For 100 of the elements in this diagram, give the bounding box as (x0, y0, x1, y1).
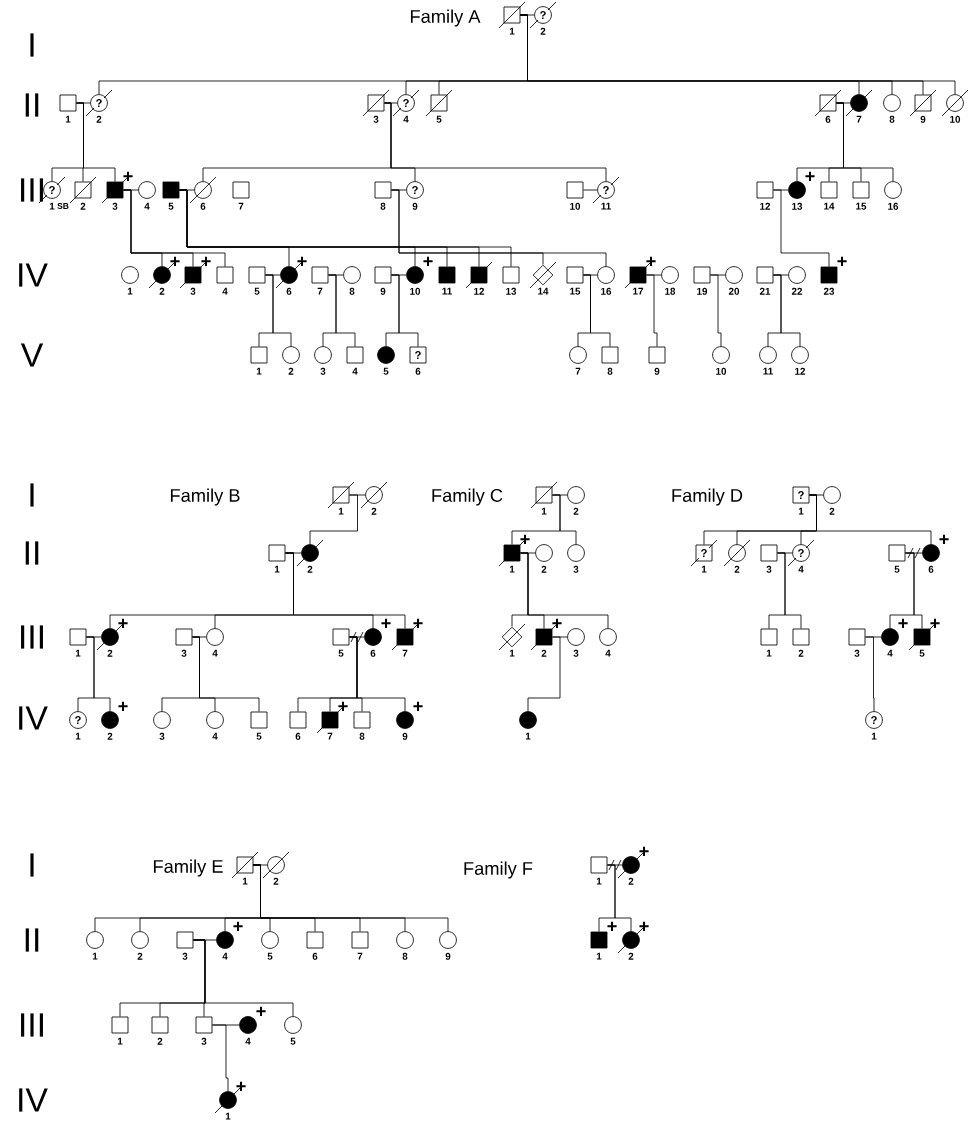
individual-number: 1 (338, 507, 344, 515)
descent-line (646, 274, 658, 347)
individual-number: 2 (734, 565, 740, 573)
descent-line (552, 494, 577, 545)
circle-symbol (884, 181, 902, 199)
individual-number: 6 (295, 732, 301, 740)
individual-number: 6 (286, 287, 292, 295)
individual-number: 1 (798, 507, 804, 515)
circle-symbol (599, 628, 617, 646)
individual-number: 2 (107, 732, 113, 740)
individual-number: 6 (415, 367, 421, 375)
marriage-line (905, 547, 923, 559)
descent-line (773, 189, 830, 267)
circle-symbol (788, 181, 806, 199)
square-symbol (438, 266, 456, 284)
square-symbol (820, 181, 838, 199)
family-title: Family B (170, 488, 240, 506)
individual-number: 3 (159, 732, 165, 740)
individual-number: 17 (633, 287, 644, 295)
individual-number: 16 (888, 202, 899, 210)
individual-number: 2 (628, 952, 634, 960)
plus-sign: + (118, 701, 128, 711)
square-symbol (346, 346, 364, 364)
square-symbol (311, 266, 329, 284)
circle-symbol (791, 346, 809, 364)
family-title: Family E (153, 859, 223, 877)
circle-symbol (314, 346, 332, 364)
square-symbol (820, 266, 838, 284)
square-symbol (162, 181, 180, 199)
plus-sign: + (639, 921, 649, 931)
square-symbol (195, 1016, 213, 1034)
individual-number: 2 (628, 877, 634, 885)
circle-symbol (284, 1016, 302, 1034)
square-symbol (69, 176, 97, 204)
individual-number: 7 (402, 649, 408, 657)
circle-symbol (845, 89, 873, 117)
generation-numeral: IV (19, 263, 48, 287)
descent-line (527, 636, 561, 712)
square-symbol (111, 1016, 129, 1034)
plus-sign: + (201, 256, 211, 266)
square-symbol (792, 628, 810, 646)
individual-number: 1 (256, 367, 262, 375)
marriage-line (349, 631, 365, 643)
descent-line (193, 939, 294, 1017)
circle-symbol (343, 266, 361, 284)
individual-number: 2 (137, 952, 143, 960)
square-symbol (151, 1016, 169, 1034)
descent-line (583, 274, 611, 347)
square-symbol (250, 346, 268, 364)
circle-symbol (535, 544, 553, 562)
plus-sign: + (413, 701, 423, 711)
individual-number: 1 (274, 565, 280, 573)
plus-sign: + (123, 171, 133, 181)
individual-number: 12 (795, 367, 806, 375)
circle-symbol (239, 1016, 257, 1034)
individual-number: 3 (182, 952, 188, 960)
individual-number: 5 (267, 952, 273, 960)
square-symbol (566, 266, 584, 284)
descent-line (309, 494, 358, 545)
individual-number: 9 (380, 287, 386, 295)
plus-sign: + (256, 1006, 266, 1016)
individual-number: 8 (607, 367, 613, 375)
individual-number: 3 (112, 202, 118, 210)
square-symbol (590, 931, 608, 949)
individual-number: 21 (759, 287, 771, 295)
descent-line (192, 636, 260, 712)
square-symbol (69, 628, 87, 646)
family-title: Family D (672, 488, 743, 506)
individual-number: 2 (573, 507, 579, 515)
diamond-symbol (529, 261, 557, 289)
circle-symbol (406, 266, 424, 284)
square-symbol (362, 89, 390, 117)
individual-number: 19 (697, 287, 708, 295)
descent-line (836, 102, 894, 182)
individual-number: 2 (159, 287, 165, 295)
individual-number: 13 (792, 202, 803, 210)
individual-number: 23 (823, 287, 835, 295)
individual-number: 10 (570, 202, 581, 210)
plus-sign: + (837, 256, 847, 266)
individual-number: 5 (168, 202, 174, 210)
square-symbol (268, 544, 286, 562)
individual-number: 10 (716, 367, 727, 375)
square-symbol (760, 628, 778, 646)
descent-line (123, 189, 226, 267)
individual-number: 1 (766, 649, 772, 657)
generation-numeral: II (25, 93, 39, 117)
circle-symbol (396, 931, 414, 949)
individual-number: 1 (242, 877, 248, 885)
circle-symbol (922, 544, 940, 562)
individual-number: 4 (212, 732, 218, 740)
individual-number: 1 (596, 952, 602, 960)
circle-symbol (364, 628, 382, 646)
generation-numeral: III (21, 625, 43, 649)
individual-number: 3 (373, 115, 379, 123)
square-symbol (353, 711, 371, 729)
square-symbol (425, 89, 453, 117)
individual-number: 14 (538, 287, 549, 295)
individual-number: 1 (509, 27, 515, 35)
individual-number: 13 (506, 287, 517, 295)
descent-line (520, 552, 609, 629)
